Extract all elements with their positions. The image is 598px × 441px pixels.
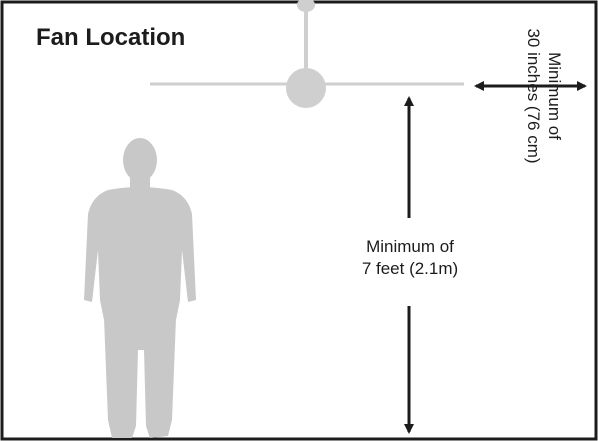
person-silhouette-icon <box>84 138 196 438</box>
ceiling-fan-icon <box>150 0 464 108</box>
minimum-clearance-line2: 30 inches (76 cm) <box>524 28 543 164</box>
minimum-height-line1: Minimum of <box>366 237 454 256</box>
minimum-clearance-label: Minimum of 30 inches (76 cm) <box>523 6 565 186</box>
page-title: Fan Location <box>36 24 186 51</box>
minimum-clearance-line1: Minimum of <box>545 52 564 140</box>
minimum-height-line2: 7 feet (2.1m) <box>361 259 459 278</box>
minimum-height-label: Minimum of 7 feet (2.1m) <box>330 236 490 280</box>
